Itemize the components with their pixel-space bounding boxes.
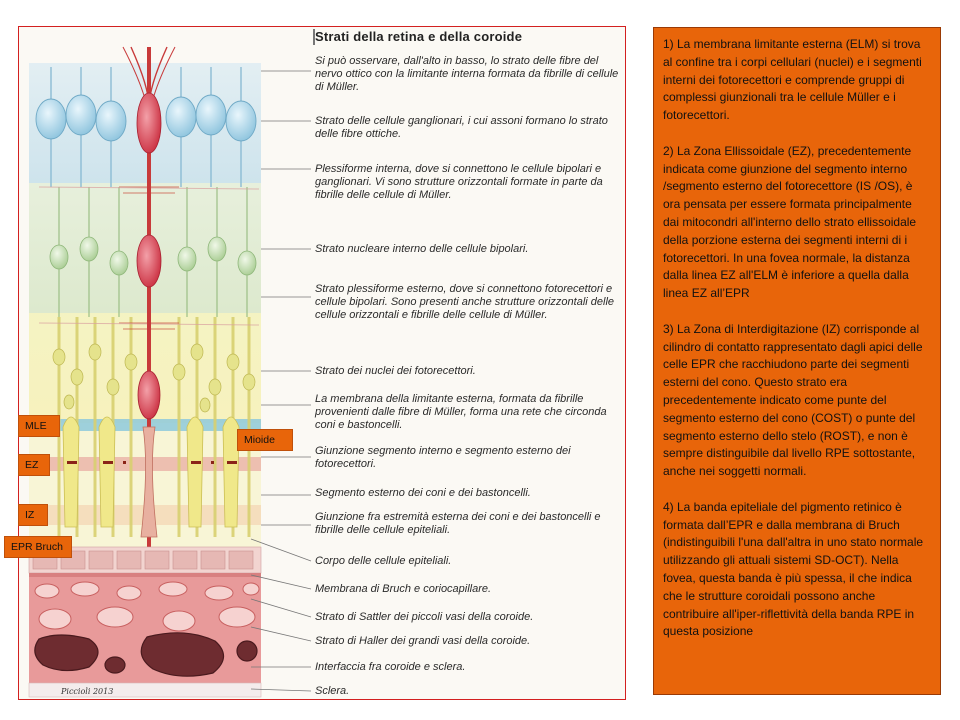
retina-diagram: Strati della retina e della coroide Si p… xyxy=(18,26,626,700)
layer-label-haller: Strato di Haller dei grandi vasi della c… xyxy=(315,635,626,648)
layer-label-inner-nuclear: Strato nucleare interno delle cellule bi… xyxy=(315,243,626,256)
paragraph-rpe: 4) La banda epiteliale del pigmento reti… xyxy=(663,499,931,641)
tag-epr-bruch: EPR Bruch xyxy=(4,536,72,558)
paragraph-ez: 2) La Zona Ellissoidale (EZ), precedente… xyxy=(663,143,931,303)
layer-label-photoreceptor-nuclei: Strato dei nuclei dei fotorecettori. xyxy=(315,365,626,378)
layer-label-outer-plexiform: Strato plessiforme esterno, dove si conn… xyxy=(315,283,626,322)
artist-signature: Piccioli 2013 xyxy=(61,687,113,696)
bruch-membrane xyxy=(29,573,261,577)
layer-label-ganglion: Strato delle cellule ganglionari, i cui … xyxy=(315,115,626,141)
layer-label-interdigitation: Giunzione fra estremità esterna dei coni… xyxy=(315,511,626,537)
explanation-panel: 1) La membrana limitante esterna (ELM) s… xyxy=(653,27,941,695)
tag-mle: MLE xyxy=(18,415,60,437)
paragraph-iz: 3) La Zona di Interdigitazione (IZ) corr… xyxy=(663,321,931,481)
layer-label-elm: La membrana della limitante esterna, for… xyxy=(315,393,626,432)
layer-label-bruch: Membrana di Bruch e coriocapillare. xyxy=(315,583,626,596)
layer-label-outer-segment: Segmento esterno dei coni e dei bastonce… xyxy=(315,487,626,500)
tag-iz: IZ xyxy=(18,504,48,526)
layer-label-inner-plexiform: Plessiforme interna, dove si connettono … xyxy=(315,163,626,202)
layer-label-rpe-body: Corpo delle cellule epiteliali. xyxy=(315,555,626,568)
layer-label-nerve-fibres: Si può osservare, dall'alto in basso, lo… xyxy=(315,55,626,94)
layer-label-is-os-junction: Giunzione segmento interno e segmento es… xyxy=(315,445,626,471)
layer-label-sattler: Strato di Sattler dei piccoli vasi della… xyxy=(315,611,626,624)
layer-label-sclera: Sclera. xyxy=(315,685,626,698)
tag-mioide: Mioide xyxy=(237,429,293,451)
layer-label-interface: Interfaccia fra coroide e sclera. xyxy=(315,661,626,674)
figure-title: Strati della retina e della coroide xyxy=(315,29,615,44)
tag-ez: EZ xyxy=(18,454,50,476)
paragraph-elm: 1) La membrana limitante esterna (ELM) s… xyxy=(663,36,931,125)
